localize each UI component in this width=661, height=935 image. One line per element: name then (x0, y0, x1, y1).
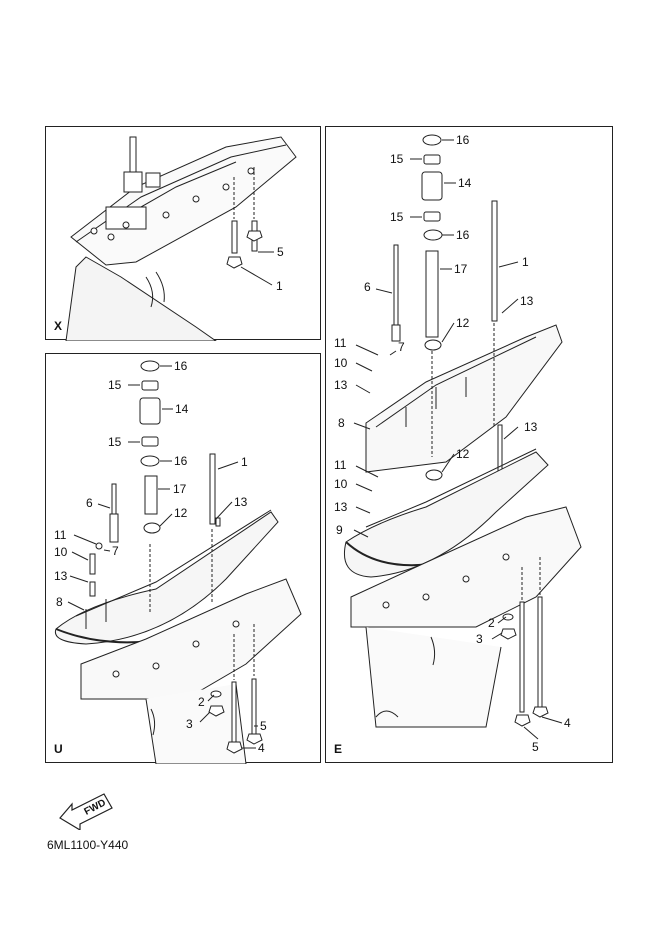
callout-e-13b: 13 (334, 378, 348, 392)
callout-u-7: 7 (112, 544, 119, 558)
callout-u-11: 11 (54, 528, 67, 542)
panel-x-drawing: 5 1 (65, 136, 297, 341)
callout-u-15b: 15 (108, 435, 122, 449)
callout-e-10b: 10 (334, 477, 348, 491)
callout-e-10a: 10 (334, 356, 348, 370)
callout-e-11b: 11 (334, 458, 347, 472)
callout-u-17: 17 (173, 482, 187, 496)
callout-e-15b: 15 (390, 210, 404, 224)
callout-u-3: 3 (186, 717, 193, 731)
panel-e-drawing: 16 15 14 15 16 1 17 6 13 12 11 7 10 13 8… (334, 133, 582, 754)
callout-e-4: 4 (564, 716, 571, 730)
callout-e-13d: 13 (334, 500, 348, 514)
panel-x: 5 1 X (45, 126, 321, 341)
callout-u-15a: 15 (108, 378, 122, 392)
callout-u-8: 8 (56, 595, 63, 609)
callout-u-10: 10 (54, 545, 68, 559)
part-code: 6ML1100-Y440 (47, 838, 129, 852)
callout-u-14: 14 (175, 402, 189, 416)
callout-e-13c: 13 (524, 420, 538, 434)
callout-x-5: 5 (277, 245, 284, 259)
callout-u-16b: 16 (174, 454, 188, 468)
callout-e-6: 6 (364, 280, 371, 294)
callout-u-13b: 13 (54, 569, 68, 583)
callout-e-15a: 15 (390, 152, 404, 166)
callout-e-12a: 12 (456, 316, 470, 330)
callout-u-6: 6 (86, 496, 93, 510)
callout-e-16a: 16 (456, 133, 470, 147)
callout-e-17: 17 (454, 262, 468, 276)
callout-e-3: 3 (476, 632, 483, 646)
panel-e-tag: E (334, 742, 343, 756)
callout-e-13a: 13 (520, 294, 534, 308)
panel-u-tag: U (54, 742, 63, 756)
callout-u-4: 4 (258, 741, 265, 755)
panel-e: 16 15 14 15 16 1 17 6 13 12 11 7 10 13 8… (325, 126, 613, 763)
fwd-arrow-icon: FWD (59, 793, 113, 830)
callout-u-16a: 16 (174, 359, 188, 373)
callout-x-1: 1 (276, 279, 283, 293)
callout-e-7: 7 (398, 340, 405, 354)
callout-u-2: 2 (198, 695, 205, 709)
callout-e-8: 8 (338, 416, 345, 430)
callout-e-11a: 11 (334, 336, 347, 350)
callout-e-5: 5 (532, 740, 539, 754)
callout-e-16b: 16 (456, 228, 470, 242)
callout-e-12b: 12 (456, 447, 470, 461)
callout-u-1: 1 (241, 455, 248, 469)
panel-x-tag: X (54, 319, 63, 333)
panel-u-drawing: 16 15 14 15 16 1 17 6 13 12 11 7 10 13 8… (54, 359, 302, 764)
callout-e-2: 2 (488, 616, 495, 630)
callout-e-9: 9 (336, 523, 343, 537)
callout-u-5: 5 (260, 719, 267, 733)
panel-u: 16 15 14 15 16 1 17 6 13 12 11 7 10 13 8… (45, 353, 321, 764)
callout-e-14: 14 (458, 176, 472, 190)
callout-u-13a: 13 (234, 495, 248, 509)
callout-e-1: 1 (522, 255, 529, 269)
callout-u-12: 12 (174, 506, 188, 520)
